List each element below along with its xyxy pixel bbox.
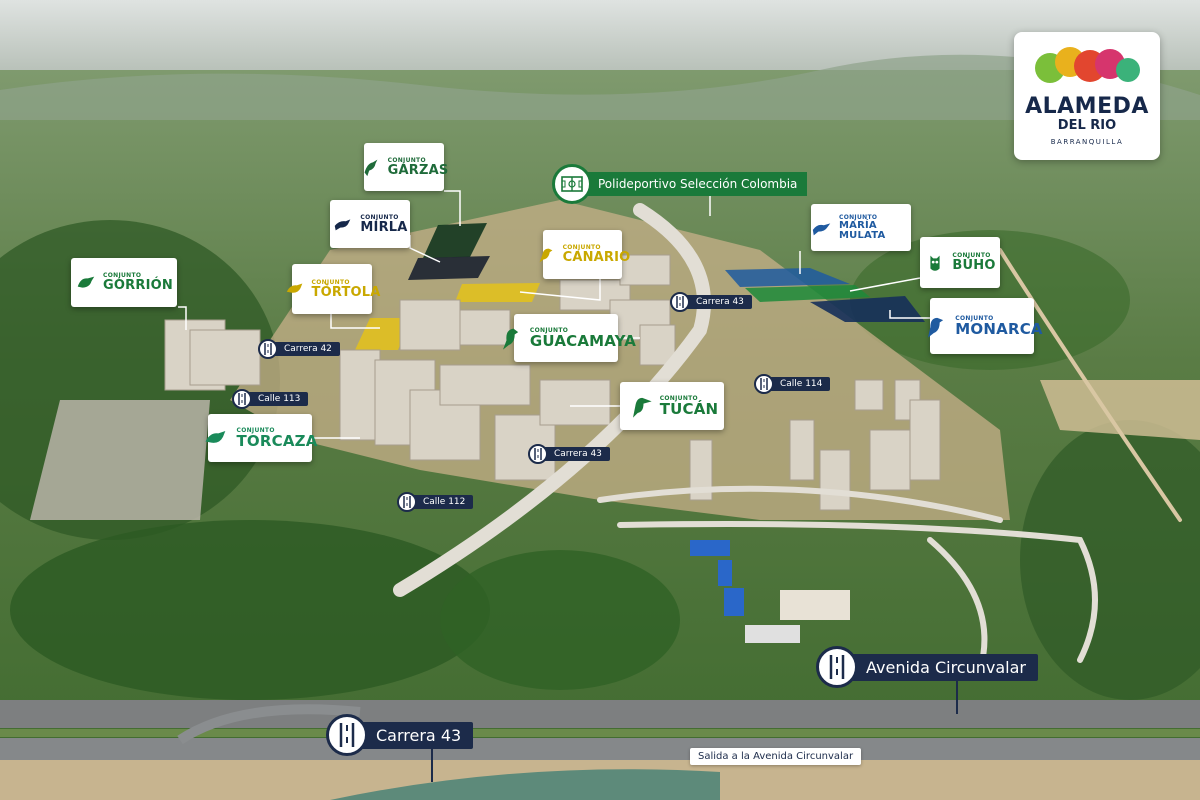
street-label-carrera-43-bottom[interactable]: Carrera 43 bbox=[326, 714, 474, 756]
street-label-carrera-43-top[interactable]: Carrera 43 bbox=[670, 292, 752, 312]
conjunto-name: TORCAZA bbox=[236, 431, 318, 450]
conjunto-name: GORRIÓN bbox=[103, 278, 173, 293]
canal bbox=[330, 769, 720, 800]
heron-icon bbox=[364, 159, 378, 177]
conjunto-name: MIRLA bbox=[360, 219, 408, 235]
forest-bottom-mid bbox=[440, 550, 680, 690]
street-name: Calle 114 bbox=[768, 377, 831, 391]
conjunto-prefix: CONJUNTO bbox=[236, 426, 275, 434]
logo-name: ALAMEDA bbox=[1025, 94, 1149, 119]
polideportivo-label[interactable]: Polideportivo Selección Colombia bbox=[552, 164, 808, 204]
toucan-icon bbox=[632, 397, 652, 418]
macaw-icon bbox=[502, 328, 519, 350]
conjunto-name: MARÍA MULATA bbox=[839, 219, 886, 241]
street-label-carrera-42[interactable]: Carrera 42 bbox=[258, 339, 340, 359]
blackbird-icon bbox=[335, 219, 351, 231]
street-label-calle-113[interactable]: Calle 113 bbox=[232, 389, 309, 409]
plot-tortola bbox=[355, 318, 412, 350]
roads bbox=[393, 203, 1182, 673]
dirt-lot-right bbox=[1040, 380, 1200, 440]
street-label-calle-112[interactable]: Calle 112 bbox=[397, 492, 474, 512]
conjunto-prefix: CONJUNTO bbox=[311, 278, 350, 286]
plot-canario bbox=[455, 283, 540, 302]
conjunto-prefix: CONJUNTO bbox=[360, 213, 399, 221]
school-complex bbox=[690, 540, 850, 643]
pigeon-icon bbox=[205, 431, 226, 443]
conjunto-name: TUCÁN bbox=[659, 399, 719, 418]
street-name: Carrera 43 bbox=[542, 447, 610, 461]
conjunto-prefix: CONJUNTO bbox=[103, 272, 142, 279]
leader-lines bbox=[178, 190, 958, 782]
conjunto-prefix: CONJUNTO bbox=[387, 156, 426, 164]
logo-city: BARRANQUILLA bbox=[1050, 138, 1124, 146]
logo-subtitle: DEL RIO bbox=[1057, 118, 1117, 133]
street-name: Calle 113 bbox=[246, 392, 309, 406]
conjunto-name: MONARCA bbox=[955, 319, 1043, 338]
soccer-field-icon bbox=[552, 164, 592, 204]
road-icon bbox=[528, 444, 548, 464]
grackle-icon bbox=[812, 222, 831, 235]
leaves-icon bbox=[1035, 47, 1140, 83]
conjunto-name: CANARIO bbox=[562, 250, 631, 265]
road-icon bbox=[326, 714, 368, 756]
street-label-carrera-43-mid[interactable]: Carrera 43 bbox=[528, 444, 610, 464]
highway-lower bbox=[0, 738, 1200, 760]
street-name: Calle 112 bbox=[411, 495, 474, 509]
conjunto-prefix: CONJUNTO bbox=[839, 213, 878, 221]
road-icon bbox=[816, 646, 858, 688]
conjunto-prefix: CONJUNTO bbox=[529, 326, 569, 334]
forest-right bbox=[1020, 420, 1200, 700]
exit-ramp bbox=[177, 704, 361, 745]
street-label-calle-114[interactable]: Calle 114 bbox=[754, 374, 831, 394]
conjunto-name: BÚHO bbox=[952, 258, 996, 273]
street-name: Carrera 42 bbox=[272, 342, 340, 356]
plot-monarca bbox=[810, 296, 925, 322]
conjunto-name: TÓRTOLA bbox=[311, 284, 381, 300]
exit-label[interactable]: Salida a la Avenida Circunvalar bbox=[690, 748, 862, 765]
forest-bottom bbox=[10, 520, 490, 700]
road-icon bbox=[232, 389, 252, 409]
road-icon bbox=[754, 374, 774, 394]
monarch-bird-icon bbox=[928, 317, 944, 338]
conjunto-prefix: CONJUNTO bbox=[955, 314, 994, 322]
substation bbox=[30, 400, 210, 520]
plot-buho bbox=[745, 285, 870, 302]
plot-garzas bbox=[423, 223, 487, 258]
sparrow-icon bbox=[77, 276, 95, 288]
conjunto-name: GARZAS bbox=[387, 162, 449, 178]
street-name: Carrera 43 bbox=[684, 295, 752, 309]
dove-icon bbox=[286, 283, 302, 293]
conjunto-prefix: CONJUNTO bbox=[659, 394, 698, 402]
road-icon bbox=[670, 292, 690, 312]
street-name: Carrera 43 bbox=[360, 721, 474, 749]
plot-maria-mulata bbox=[725, 268, 850, 287]
polideportivo-text: Polideportivo Selección Colombia bbox=[584, 172, 808, 196]
conjunto-prefix: CONJUNTO bbox=[952, 252, 991, 259]
plot-mirla bbox=[408, 256, 490, 280]
conjunto-prefix: CONJUNTO bbox=[562, 244, 601, 251]
hills-horizon bbox=[0, 54, 1200, 121]
street-name: Avenida Circunvalar bbox=[850, 653, 1038, 681]
owl-icon bbox=[930, 255, 940, 271]
alameda-del-rio-logo: ALAMEDA DEL RIO BARRANQUILLA bbox=[1014, 32, 1160, 160]
road-icon bbox=[397, 492, 417, 512]
street-label-avenida-circunvalar[interactable]: Avenida Circunvalar bbox=[816, 646, 1038, 688]
highway bbox=[0, 700, 1200, 728]
canary-icon bbox=[539, 248, 552, 262]
conjunto-name: GUACAMAYA bbox=[529, 331, 637, 350]
road-icon bbox=[258, 339, 278, 359]
